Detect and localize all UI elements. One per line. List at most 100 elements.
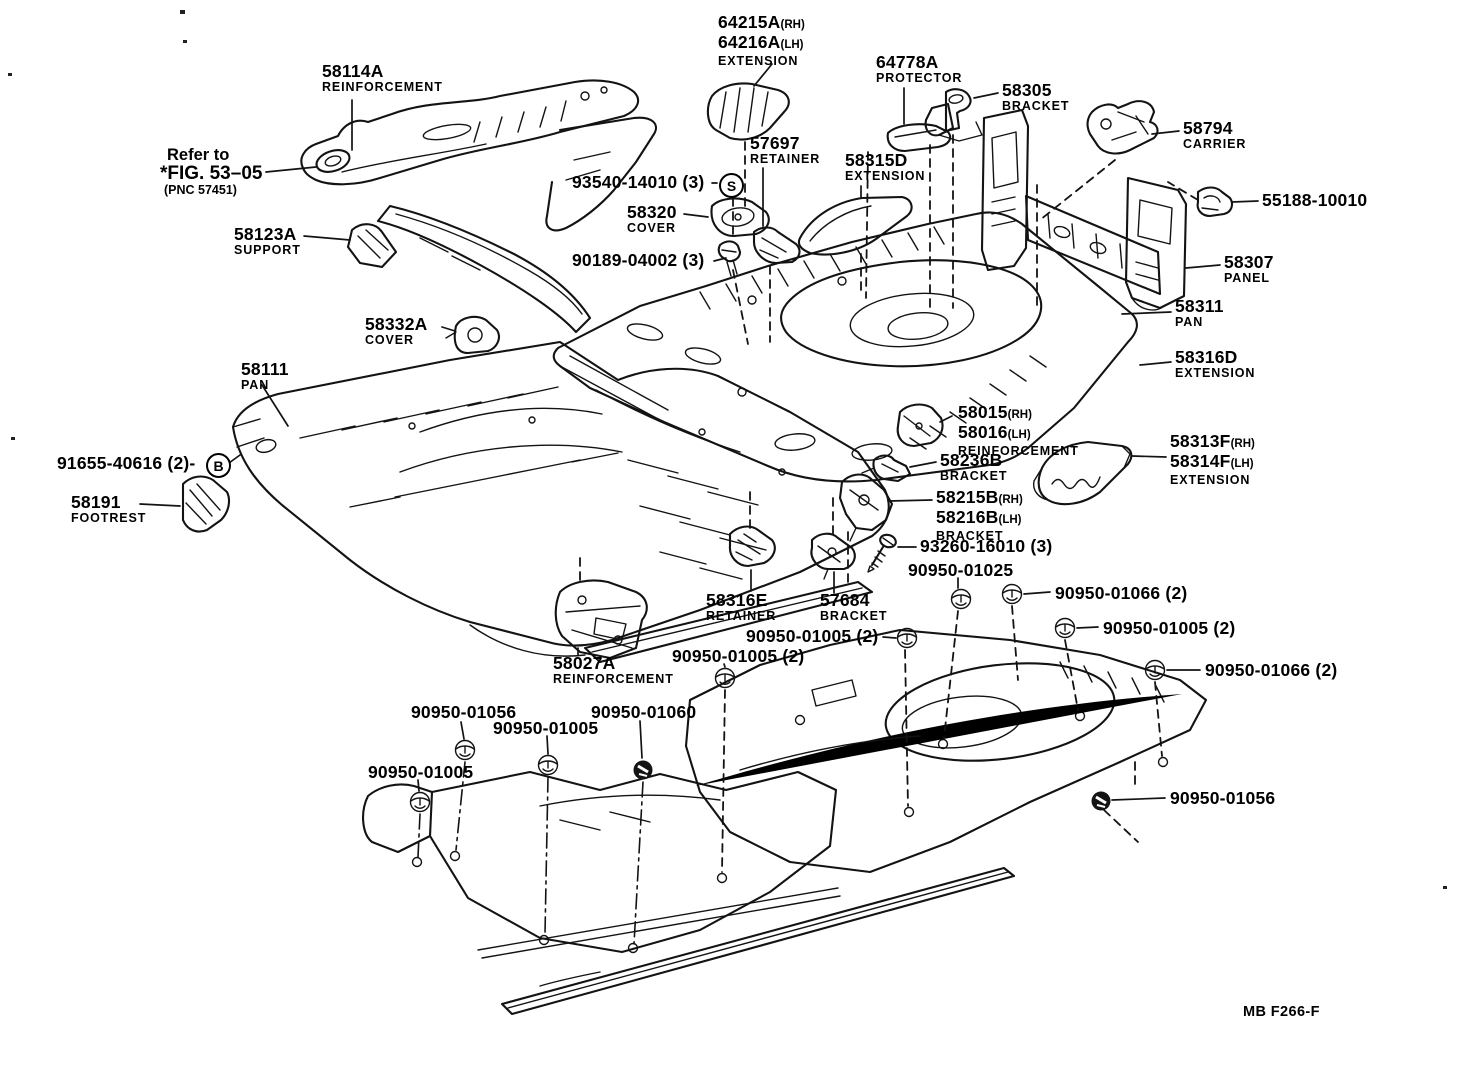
label-90950-01005-b: 90950-01005 [368,763,473,781]
label-93260: 93260-16010 (3) [920,537,1052,555]
carrier-58794-drawing [1086,100,1159,155]
label-91655: 91655-40616 (2)- [57,454,195,472]
part-name: REINFORCEMENT [322,80,443,94]
label-90950-01066-top: 90950-01066 (2) [1055,584,1187,602]
cover-58320-drawing [710,197,770,238]
label-58027a: 58027A REINFORCEMENT [553,653,674,686]
rocker-sill-strip-drawing [500,866,1016,1016]
part-number: 64215A(RH) [718,13,805,34]
label-57684: 57684 BRACKET [820,591,888,623]
label-58307: 58307 PANEL [1224,252,1274,285]
rh-suffix: (RH) [1230,438,1255,450]
label-58111: 58111 PAN [241,360,289,392]
part-name: REINFORCEMENT [553,672,674,686]
label-reference-note: Refer to *FIG. 53–05 (PNC 57451) [160,146,262,197]
part-name: SUPPORT [234,243,301,257]
part-name: RETAINER [750,152,821,166]
note-line3: (PNC 57451) [164,183,237,197]
part-number: 90950-01066 (2) [1205,660,1338,680]
label-58305: 58305 BRACKET [1002,80,1070,113]
rear-end-panel-58307-drawing [980,108,1188,311]
reinforcement-58015-drawing [896,403,944,448]
part-number: 90950-01056 [1170,788,1276,808]
retainer-58316e-drawing [728,525,776,568]
label-58123a: 58123A SUPPORT [234,224,301,257]
front-under-cover-drawing [362,770,841,959]
label-58215b: 58215B(RH) 58216B(LH) BRACKET [936,488,1023,543]
lh-suffix: (LH) [1007,429,1031,441]
part-number: 58305 [1002,80,1052,100]
part-number: 58794 [1183,118,1233,138]
reinforcement-58027a-drawing [554,579,648,660]
figure-code: MB F266-F [1243,1004,1320,1020]
label-90189: 90189-04002 (3) [572,250,705,270]
part-number: 58316D [1175,347,1238,367]
protector-64778a-drawing [886,123,952,153]
part-number-lh: 64216A [718,32,781,52]
part-number-2: 58216B(LH) [936,508,1023,529]
part-number-2: 58314F(LH) [1170,451,1255,473]
label-58015: 58015(RH) 58016(LH) REINFORCEMENT [958,403,1079,458]
part-number: 90950-01005 (2) [672,646,805,666]
support-rail-58123a-drawing [346,204,592,334]
label-58316e: 58316E RETAINER [706,590,777,623]
symbol-s-circle: S [719,173,744,198]
label-64778a: 64778A PROTECTOR [876,52,963,85]
label-58191: 58191 FOOTREST [71,493,147,525]
part-number: 58307 [1224,252,1274,272]
footrest-58191-drawing [181,475,231,533]
rear-under-cover-drawing [684,628,1208,884]
part-name: BRACKET [936,529,1004,543]
part-number: 58027A [553,653,616,673]
extension-58313f-drawing [1032,440,1133,506]
part-number: 58316E [706,590,768,610]
part-number: 58315D [845,150,908,170]
bracket-58305-drawing [924,88,983,142]
extension-58315d-drawing [797,195,913,256]
part-name: EXTENSION [845,169,926,183]
part-name: PROTECTOR [876,71,963,85]
front-floor-pan-58111-drawing [231,340,890,664]
part-number: 58123A [234,224,297,244]
extension-64215a-drawing [706,82,790,141]
label-58236b: 58236B BRACKET [940,451,1007,483]
part-name: BRACKET [1002,99,1070,113]
part-number: 90950-01060 [591,702,697,722]
part-name: RETAINER [706,609,777,623]
leader-lines [139,63,1259,801]
note-line2: *FIG. 53–05 [160,163,263,184]
bracket-57684-drawing [810,532,856,580]
label-90950-01005-left: 90950-01005 (2) [672,646,805,666]
part-number-lh: 58314F [1170,451,1231,471]
part-number: 90189-04002 (3) [572,250,705,270]
label-90950-01005-right: 90950-01005 (2) [1103,619,1235,637]
label-90950-01005-mid: 90950-01005 (2) [746,626,879,646]
part-number: 58332A [365,314,428,334]
part-number: 64778A [876,52,939,72]
part-name: CARRIER [1183,137,1247,151]
part-number-lh: 58016 [958,422,1008,442]
label-58313f: 58313F(RH) 58314F(LH) EXTENSION [1170,432,1255,487]
label-90950-01066-low: 90950-01066 (2) [1205,660,1338,680]
retainer-57697-drawing [752,226,801,265]
bracket-58215b-drawing [838,473,894,542]
rear-floor-pan-58311-drawing [552,211,1138,483]
part-name: FOOTREST [71,511,147,525]
part-name: BRACKET [820,609,888,623]
scan-noise [8,10,1447,889]
part-number: 90950-01005 [493,718,599,738]
rh-suffix: (RH) [780,19,805,31]
label-90950-01005-a: 90950-01005 [493,718,599,738]
part-name: PAN [1175,315,1204,329]
lh-suffix: (LH) [998,514,1022,526]
part-number: 58320 [627,202,677,222]
clip-55188-drawing [1196,186,1234,218]
label-57697: 57697 RETAINER [750,134,821,166]
label-90950-01056-left: 90950-01056 [411,702,517,722]
fastener-symbols [409,583,1166,813]
part-number: 90950-01005 (2) [746,626,879,646]
screw-90189-drawing [717,240,742,277]
part-name: PAN [241,378,270,392]
part-number: 90950-01056 [411,702,517,722]
